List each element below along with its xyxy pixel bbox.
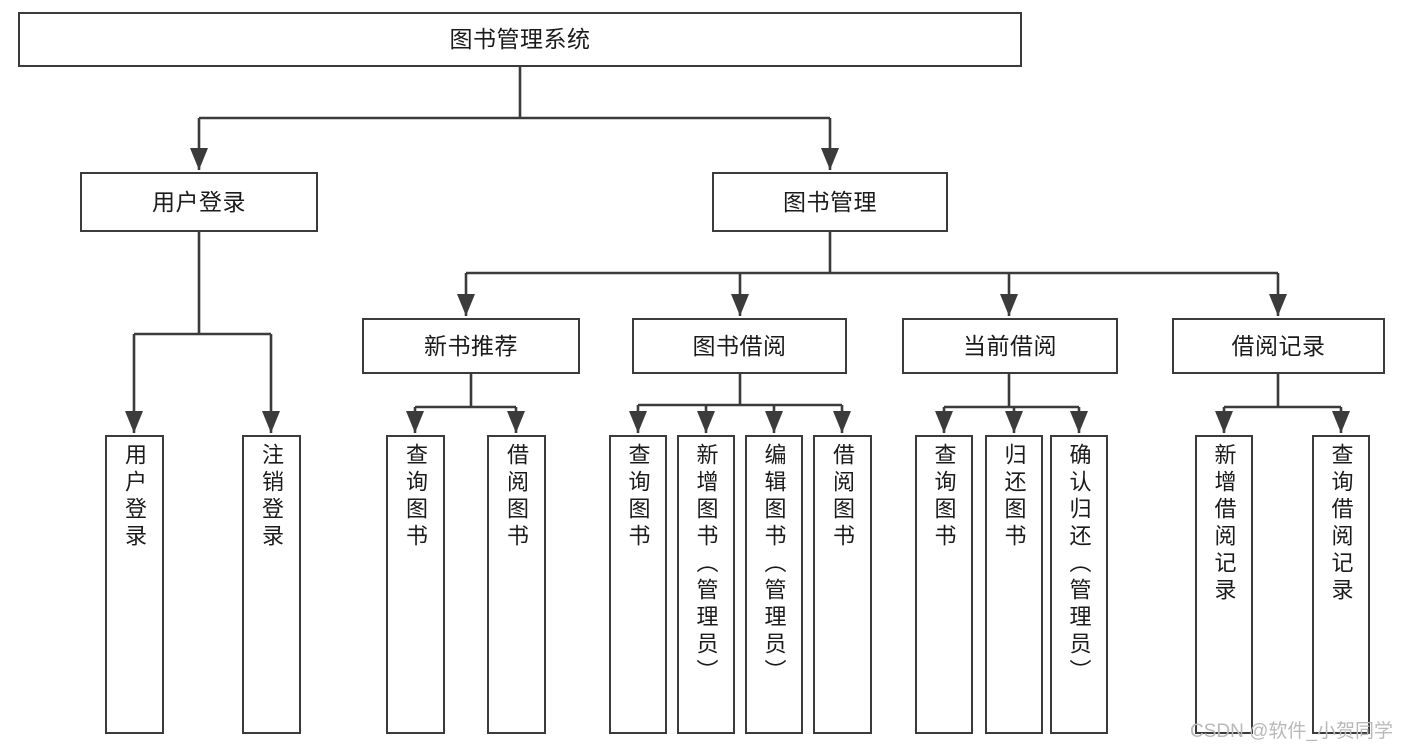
node-leaf-borrow-book-rec-label: 借阅图书	[504, 443, 530, 551]
node-leaf-user-login[interactable]: 用户登录	[105, 435, 164, 734]
node-current-borrow[interactable]: 当前借阅	[902, 318, 1118, 374]
book-manage-to-l2-arrowhead-3	[1269, 294, 1287, 316]
root-to-l1-arrowhead-0	[190, 148, 208, 170]
node-leaf-return-book-label: 归还图书	[1001, 443, 1027, 551]
node-leaf-query-book-cur[interactable]: 查询图书	[915, 435, 973, 734]
node-leaf-query-book-cur-label: 查询图书	[931, 443, 957, 551]
node-leaf-add-book-admin-label: 新增图书（管理员）	[693, 443, 719, 686]
node-leaf-query-borrow-record[interactable]: 查询借阅记录	[1312, 435, 1370, 734]
node-leaf-user-login-label: 用户登录	[122, 443, 148, 551]
node-leaf-edit-book-admin[interactable]: 编辑图书（管理员）	[745, 435, 803, 734]
node-leaf-user-logout-label: 注销登录	[259, 443, 285, 551]
root-to-l1-arrowhead-1	[821, 148, 839, 170]
node-leaf-add-borrow-record[interactable]: 新增借阅记录	[1195, 435, 1253, 734]
node-leaf-query-borrow-record-label: 查询借阅记录	[1328, 443, 1354, 605]
new-book-to-leaves-arrowhead-0	[406, 411, 424, 433]
node-leaf-query-book-rec-label: 查询图书	[403, 443, 429, 551]
user-login-to-leaves-arrowhead-0	[125, 411, 143, 433]
node-leaf-user-logout[interactable]: 注销登录	[242, 435, 301, 734]
node-new-book-recommend[interactable]: 新书推荐	[362, 318, 580, 374]
node-leaf-borrow-book-rec[interactable]: 借阅图书	[487, 435, 546, 734]
book-borrow-to-leaves-arrowhead-0	[629, 411, 647, 433]
node-root-system-label: 图书管理系统	[449, 26, 591, 53]
new-book-to-leaves-arrowhead-1	[507, 411, 525, 433]
current-borrow-to-leaves-arrowhead-2	[1070, 411, 1088, 433]
node-borrow-record-label: 借阅记录	[1231, 332, 1326, 359]
watermark-text: CSDN @软件_小贺同学	[1190, 721, 1393, 742]
node-leaf-query-book-borrow[interactable]: 查询图书	[609, 435, 667, 734]
node-new-book-recommend-label: 新书推荐	[424, 332, 518, 359]
node-leaf-edit-book-admin-label: 编辑图书（管理员）	[761, 443, 787, 686]
node-book-borrow-label: 图书借阅	[692, 332, 787, 359]
node-current-borrow-label: 当前借阅	[963, 332, 1057, 359]
borrow-record-to-leaves-arrowhead-0	[1215, 411, 1233, 433]
node-book-manage-label: 图书管理	[783, 188, 877, 215]
user-login-to-leaves-arrowhead-1	[262, 411, 280, 433]
book-manage-to-l2-arrowhead-2	[1000, 294, 1018, 316]
node-leaf-add-borrow-record-label: 新增借阅记录	[1211, 443, 1237, 605]
book-borrow-to-leaves-arrowhead-2	[765, 411, 783, 433]
book-borrow-to-leaves-arrowhead-3	[833, 411, 851, 433]
current-borrow-to-leaves-arrowhead-1	[1005, 411, 1023, 433]
node-leaf-return-book[interactable]: 归还图书	[985, 435, 1043, 734]
borrow-record-to-leaves-arrowhead-1	[1332, 411, 1350, 433]
node-leaf-query-book-rec[interactable]: 查询图书	[386, 435, 445, 734]
node-borrow-record[interactable]: 借阅记录	[1172, 318, 1385, 374]
node-leaf-confirm-return-admin[interactable]: 确认归还（管理员）	[1050, 435, 1108, 734]
node-user-login-label: 用户登录	[152, 188, 246, 215]
node-leaf-borrow-book-label: 借阅图书	[830, 443, 856, 551]
current-borrow-to-leaves-arrowhead-0	[935, 411, 953, 433]
node-leaf-add-book-admin[interactable]: 新增图书（管理员）	[677, 435, 735, 734]
book-manage-to-l2-arrowhead-0	[457, 294, 475, 316]
node-user-login[interactable]: 用户登录	[80, 172, 318, 232]
node-leaf-borrow-book[interactable]: 借阅图书	[813, 435, 872, 734]
book-manage-to-l2-arrowhead-1	[731, 294, 749, 316]
node-book-borrow[interactable]: 图书借阅	[632, 318, 847, 374]
node-book-manage[interactable]: 图书管理	[712, 172, 948, 232]
connector-group	[125, 67, 1350, 433]
book-borrow-to-leaves-arrowhead-1	[697, 411, 715, 433]
node-leaf-confirm-return-admin-label: 确认归还（管理员）	[1066, 443, 1092, 686]
node-leaf-query-book-borrow-label: 查询图书	[625, 443, 651, 551]
node-root-system[interactable]: 图书管理系统	[18, 12, 1022, 67]
